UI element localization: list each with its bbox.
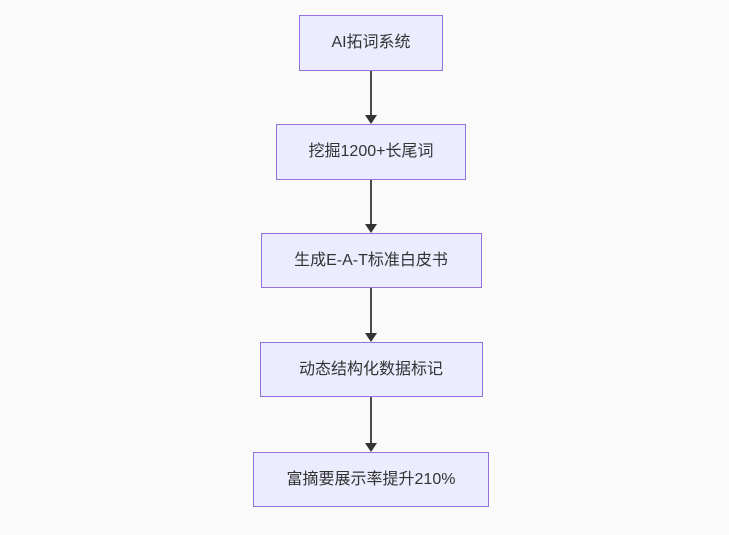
arrowhead-down-icon	[365, 224, 377, 233]
flow-node-step-2: 挖掘1200+长尾词	[276, 124, 466, 180]
flow-node-label: 动态结构化数据标记	[298, 360, 443, 378]
flow-node-label: 生成E-A-T标准白皮书	[294, 251, 448, 269]
edge-connector-4-5	[364, 397, 378, 452]
flow-node-step-1: AI拓词系统	[299, 15, 443, 71]
arrowhead-down-icon	[365, 333, 377, 342]
flow-node-step-3: 生成E-A-T标准白皮书	[260, 233, 482, 288]
edge-line	[370, 397, 372, 446]
arrowhead-down-icon	[365, 443, 377, 452]
flow-node-label: AI拓词系统	[331, 34, 411, 51]
edge-connector-1-2	[364, 71, 378, 124]
edge-line	[370, 288, 372, 336]
edge-connector-2-3	[364, 180, 378, 233]
flow-node-step-4: 动态结构化数据标记	[259, 342, 483, 397]
flow-node-step-5: 富摘要展示率提升210%	[253, 452, 489, 507]
edge-line	[370, 180, 372, 227]
flow-node-label: 富摘要展示率提升210%	[286, 470, 456, 488]
edge-connector-3-4	[364, 288, 378, 342]
flowchart: AI拓词系统 挖掘1200+长尾词 生成E-A-T标准白皮书 动态结构化数据标记	[253, 15, 489, 507]
arrowhead-down-icon	[365, 115, 377, 124]
flow-node-label: 挖掘1200+长尾词	[308, 143, 434, 160]
edge-line	[370, 71, 372, 118]
